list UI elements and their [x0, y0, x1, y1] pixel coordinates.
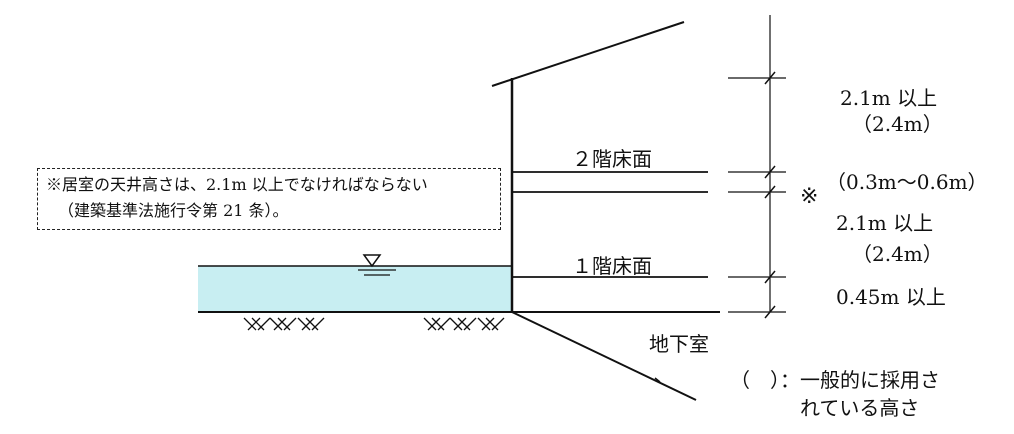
water-level-triangle-icon	[358, 254, 396, 276]
gap-height: （0.3m～0.6m）	[826, 170, 988, 194]
gap-mark: ※	[800, 184, 819, 209]
upper-typical-height: （2.4m）	[852, 112, 943, 136]
basement-slope-tick	[654, 377, 661, 383]
ground-hatch-icon	[423, 317, 505, 331]
upper-min-height: 2.1m 以上	[840, 86, 938, 110]
second-floor-label: ２階床面	[572, 147, 652, 171]
lower-typical-height: （2.4m）	[852, 242, 943, 266]
basement-label: 地下室	[649, 332, 709, 356]
basement-slope	[511, 311, 697, 401]
ground-hatch-icon	[243, 317, 325, 331]
base-min-height: 0.45m 以上	[836, 285, 946, 309]
lower-min-height: 2.1m 以上	[836, 211, 934, 235]
water-area	[198, 266, 512, 312]
legend-line-1: （ ）：一般的に採用さ	[730, 368, 940, 392]
note-line-2: （建築基準法施行令第 21 条）。	[58, 201, 289, 220]
roof-line	[491, 21, 685, 87]
dimension-ticks	[764, 71, 776, 319]
dimension-extension-lines	[728, 77, 786, 313]
note-line-1: ※居室の天井高さは、2.1m 以上でなければならない	[46, 175, 428, 194]
legend-line-2: れている高さ	[800, 396, 920, 420]
note-box	[37, 168, 501, 230]
first-floor-label: １階床面	[572, 254, 652, 278]
